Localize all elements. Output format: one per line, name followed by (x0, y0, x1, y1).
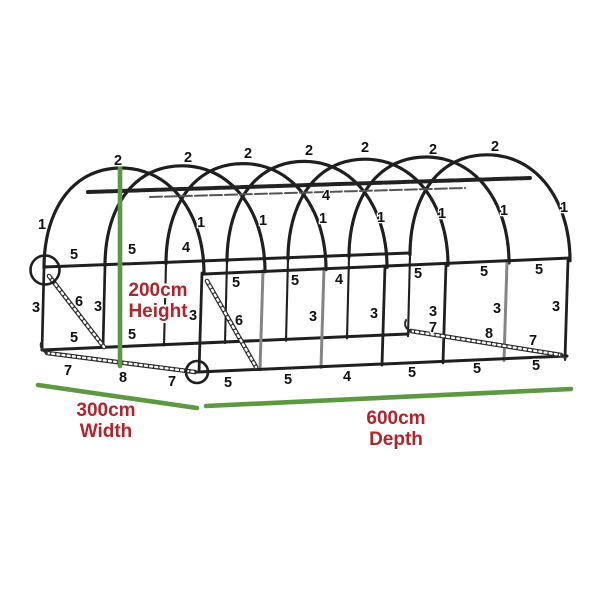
part-number-label: 5 (232, 275, 240, 291)
part-number-label: 2 (114, 153, 122, 169)
arch-hoop (408, 153, 572, 263)
right-diagonal-brace-stripes (205, 279, 258, 369)
joint-detail-circle (29, 254, 61, 286)
arch-hoop (347, 155, 511, 265)
part-number-label: 1 (377, 210, 385, 226)
part-number-label: 1 (560, 200, 568, 216)
arch-hoop (286, 157, 450, 267)
left-wall-leg (223, 260, 229, 345)
part-number-label: 6 (235, 313, 243, 329)
height-dimension-label: 200cm Height (128, 280, 187, 322)
back-ground-bar-stripes (409, 329, 563, 357)
part-number-label: 5 (414, 266, 422, 282)
part-number-label: 1 (38, 217, 46, 233)
back-ground-bar-hook (560, 354, 567, 361)
part-number-label: 1 (259, 213, 267, 229)
part-number-label: 5 (128, 242, 136, 258)
depth-dimension-label: 600cm Depth (366, 408, 425, 450)
part-number-label: 7 (429, 320, 437, 336)
part-number-label: 5 (291, 273, 299, 289)
part-number-label: 3 (552, 299, 560, 315)
part-number-label: 2 (491, 139, 499, 155)
part-number-label: 3 (493, 301, 501, 317)
right-springing-rail (203, 256, 572, 276)
part-number-label: 5 (473, 361, 481, 377)
part-number-label: 6 (75, 294, 83, 310)
part-number-label: 3 (94, 299, 102, 315)
right-wall-leg (258, 269, 265, 372)
part-number-label: 7 (168, 374, 176, 390)
part-number-label: 1 (500, 203, 508, 219)
arch-hoop (164, 161, 328, 272)
part-number-label: 1 (319, 211, 327, 227)
part-number-label: 2 (361, 140, 369, 156)
part-number-label: 3 (309, 309, 317, 325)
arch-hoop (42, 166, 206, 276)
part-number-label: 5 (70, 330, 78, 346)
part-number-label: 5 (70, 247, 78, 263)
left-wall-leg (284, 258, 290, 342)
left-wall-leg (345, 255, 351, 340)
part-number-label: 4 (343, 369, 351, 385)
left-wall-leg (162, 262, 168, 347)
part-number-label: 2 (305, 143, 313, 159)
part-number-label: 8 (119, 370, 127, 386)
part-number-label: 5 (480, 264, 488, 280)
part-number-label: 5 (535, 262, 543, 278)
back-ground-bar-hook (404, 319, 412, 332)
part-number-label: 1 (197, 215, 205, 231)
left-diagonal-brace-stripes (47, 274, 106, 349)
part-number-label: 1 (438, 206, 446, 222)
right-wall-leg (319, 267, 326, 369)
part-number-label: 5 (408, 365, 416, 381)
right-wall-leg (197, 271, 204, 374)
part-number-label: 3 (370, 306, 378, 322)
left-wall-leg (40, 266, 46, 352)
left-wall-leg (406, 253, 412, 338)
width-value: 300cm (76, 400, 136, 421)
part-number-label: 3 (189, 308, 197, 324)
right-wall-leg (441, 262, 448, 365)
width-dimension-line (35, 382, 200, 411)
front-ground-bar-hook (39, 342, 48, 354)
part-number-label: 2 (429, 142, 437, 158)
right-wall-leg (563, 258, 570, 360)
ridge-purlin-secondary (149, 187, 466, 198)
part-number-label: 8 (485, 326, 493, 342)
part-number-label: 7 (529, 333, 537, 349)
part-number-label: 7 (64, 363, 72, 379)
joint-detail-circle (184, 359, 210, 385)
part-number-label: 2 (184, 150, 192, 166)
depth-caption: Depth (369, 429, 423, 450)
part-number-label: 5 (532, 358, 540, 374)
part-number-label: 2 (244, 146, 252, 162)
arch-hoop (225, 159, 389, 269)
part-number-label: 5 (224, 375, 232, 391)
width-caption: Width (79, 421, 133, 442)
part-number-label: 3 (32, 300, 40, 316)
width-dimension-label: 300cm Width (76, 400, 135, 442)
part-number-label: 5 (128, 327, 136, 343)
arch-hoop (103, 164, 267, 274)
height-caption: Height (128, 301, 188, 322)
right-bottom-rail (196, 354, 569, 374)
depth-value: 600cm (366, 408, 426, 429)
part-number-label: 4 (335, 272, 343, 288)
part-number-label: 4 (322, 188, 330, 204)
right-wall-leg (380, 264, 387, 367)
part-number-label: 4 (182, 240, 190, 256)
depth-dimension-line (203, 386, 574, 409)
height-value: 200cm (128, 280, 188, 301)
ridge-purlin (86, 176, 532, 194)
part-number-label: 3 (429, 304, 437, 320)
left-wall-leg (101, 264, 107, 350)
part-number-label: 5 (284, 372, 292, 388)
